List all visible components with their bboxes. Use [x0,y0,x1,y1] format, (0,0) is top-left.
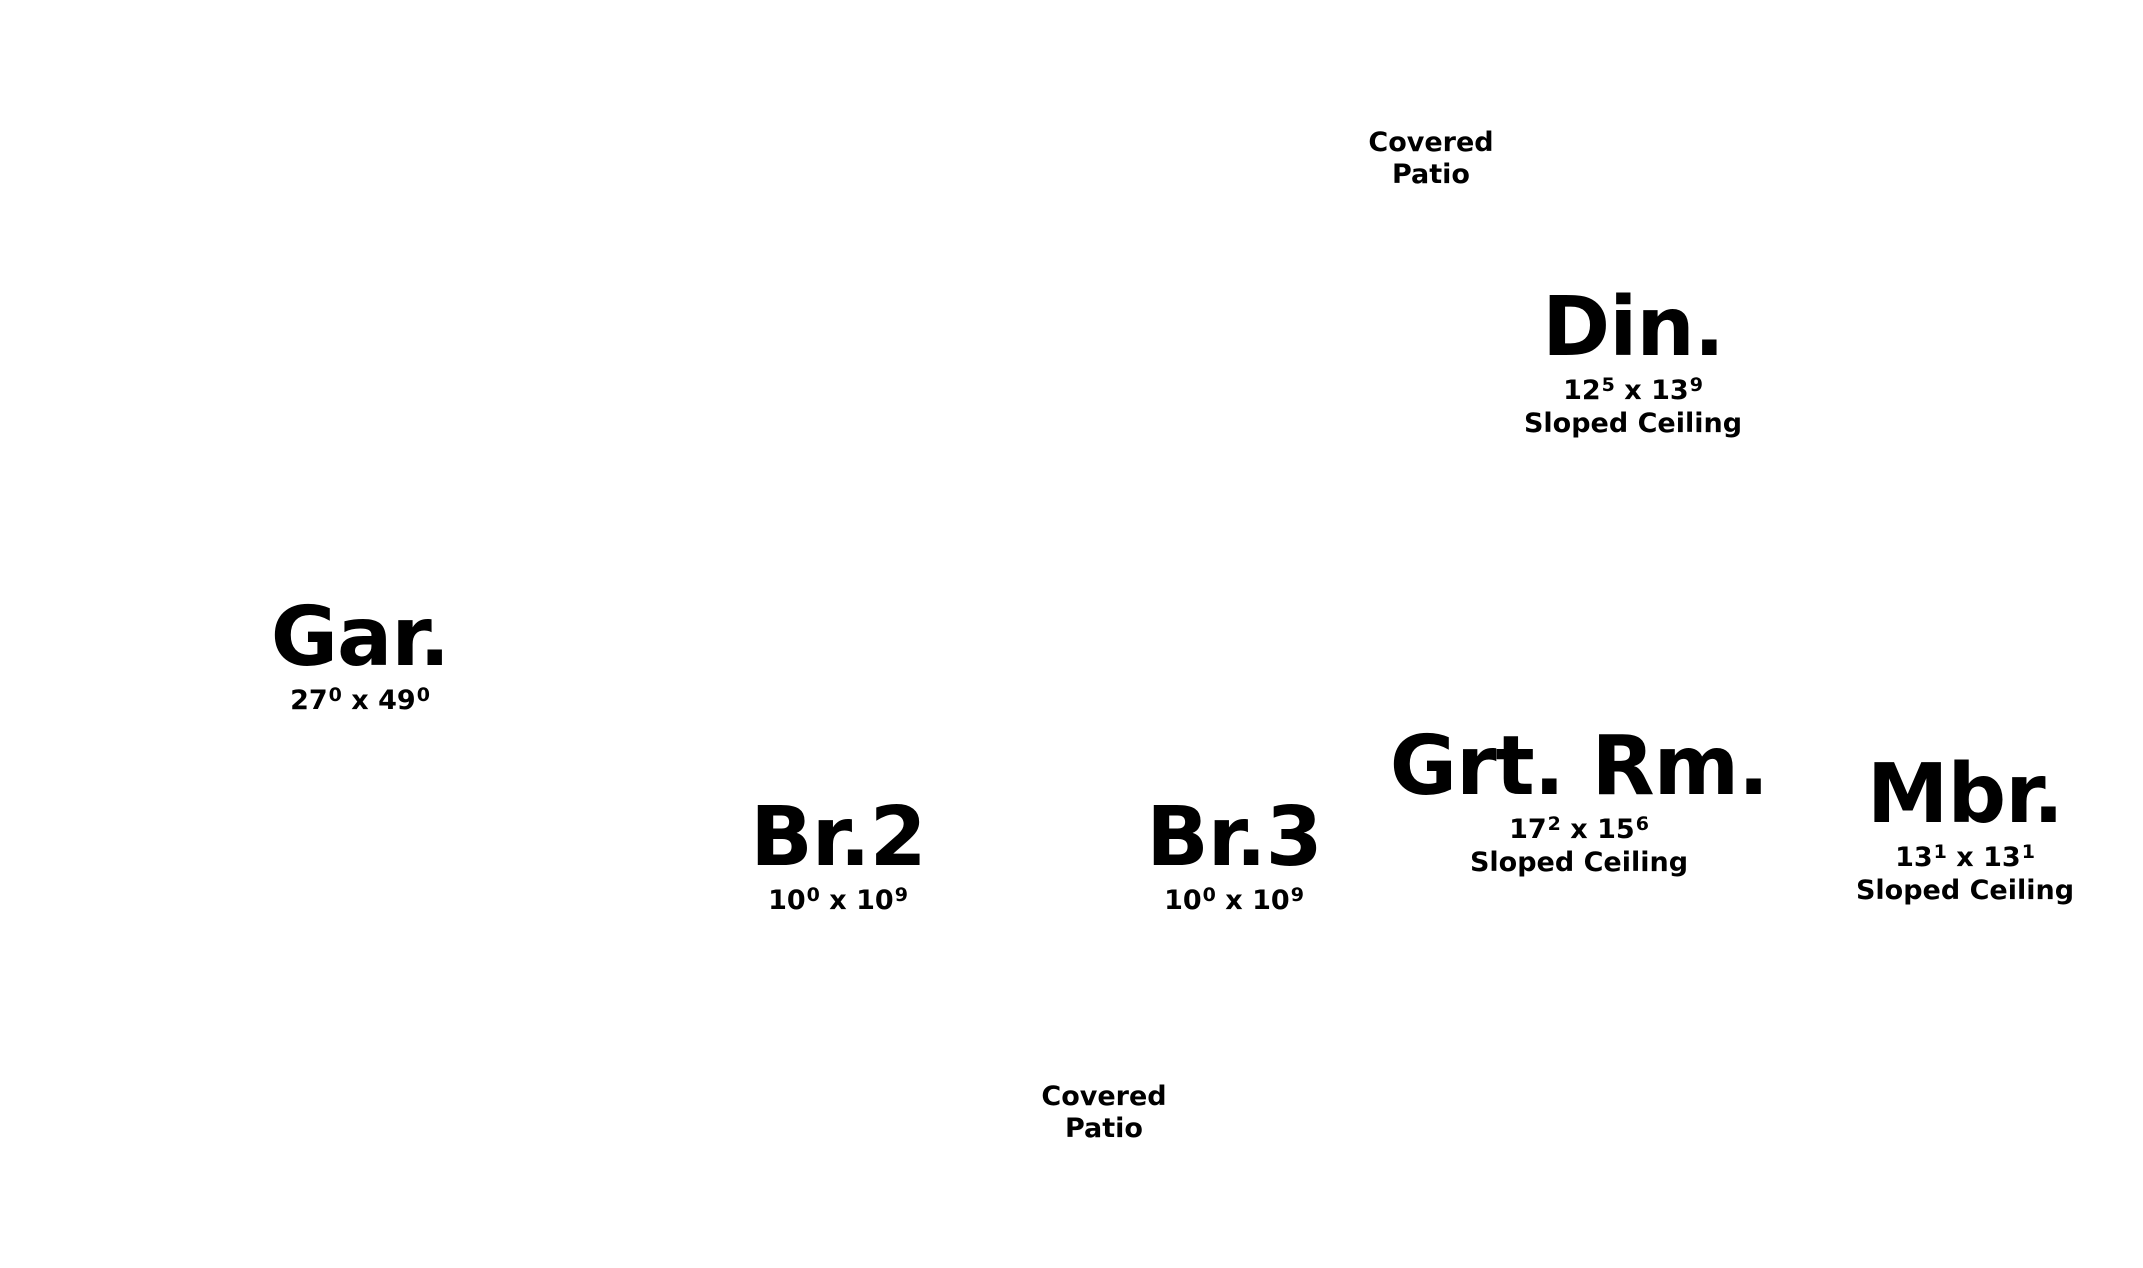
room-master-bedroom-note: Sloped Ceiling [1855,875,2075,906]
room-garage-width-in: 0 [328,684,342,706]
room-garage-depth-in: 0 [416,684,430,706]
covered-patio-bottom-line1: Covered [1041,1081,1167,1112]
room-bedroom-2-width-in: 0 [806,884,820,906]
covered-patio-bottom-line2: Patio [1064,1113,1143,1145]
room-great-room-depth-in: 6 [1635,813,1649,835]
room-great-room-dim-separator: x [1570,814,1588,845]
room-garage-width-ft: 27 [290,685,328,716]
room-master-bedroom-dimensions: 131 x 131 [1856,841,2074,873]
covered-patio-top-line2: Patio [1391,159,1470,191]
room-bedroom-3-dim-separator: x [1225,885,1243,916]
room-dining: Din. 125 x 139 Sloped Ceiling [1523,280,1743,440]
room-great-room-width-in: 2 [1547,813,1561,835]
room-garage-depth-ft: 49 [378,685,416,716]
room-bedroom-3-name: Br.3 [1146,790,1322,885]
room-master-bedroom-name: Mbr. [1866,747,2064,842]
room-dining-name: Din. [1542,280,1725,375]
room-garage-dimensions: 270 x 490 [271,684,450,716]
room-garage-name: Gar. [270,590,451,685]
covered-patio-top-label: Covered Patio [1368,127,1493,192]
room-bedroom-3-dimensions: 100 x 109 [1146,884,1321,916]
room-great-room-dimensions: 172 x 156 [1390,813,1768,845]
covered-patio-top-line1: Covered [1368,127,1494,158]
room-bedroom-2: Br.2 100 x 109 [750,790,926,916]
room-master-bedroom-dim-separator: x [1956,842,1974,873]
room-dining-depth-ft: 13 [1651,375,1689,406]
room-master-bedroom-width-in: 1 [1933,841,1947,863]
room-master-bedroom: Mbr. 131 x 131 Sloped Ceiling [1855,747,2075,907]
room-bedroom-2-depth-in: 9 [894,884,908,906]
room-bedroom-3-width-ft: 10 [1164,885,1202,916]
room-great-room-name: Grt. Rm. [1389,719,1769,814]
room-dining-dim-separator: x [1624,375,1642,406]
room-master-bedroom-width-ft: 13 [1895,842,1933,873]
room-bedroom-3-depth-in: 9 [1290,884,1304,906]
room-dining-dimensions: 125 x 139 [1524,374,1742,406]
room-garage: Gar. 270 x 490 [270,590,451,716]
room-bedroom-2-dim-separator: x [829,885,847,916]
room-dining-depth-in: 9 [1689,374,1703,396]
room-great-room-note: Sloped Ceiling [1469,847,1689,878]
room-garage-dim-separator: x [351,685,369,716]
room-great-room-depth-ft: 15 [1597,814,1635,845]
room-master-bedroom-depth-in: 1 [2021,841,2035,863]
room-dining-width-ft: 12 [1563,375,1601,406]
room-bedroom-3-width-in: 0 [1202,884,1216,906]
room-bedroom-2-dimensions: 100 x 109 [750,884,925,916]
covered-patio-bottom-label: Covered Patio [1041,1081,1166,1146]
room-dining-note: Sloped Ceiling [1523,408,1743,439]
room-master-bedroom-depth-ft: 13 [1983,842,2021,873]
room-great-room-width-ft: 17 [1509,814,1547,845]
room-great-room: Grt. Rm. 172 x 156 Sloped Ceiling [1389,719,1769,879]
room-bedroom-2-name: Br.2 [750,790,926,885]
room-dining-width-in: 5 [1601,374,1615,396]
room-bedroom-2-depth-ft: 10 [856,885,894,916]
room-bedroom-3: Br.3 100 x 109 [1146,790,1322,916]
room-bedroom-2-width-ft: 10 [768,885,806,916]
room-bedroom-3-depth-ft: 10 [1252,885,1290,916]
